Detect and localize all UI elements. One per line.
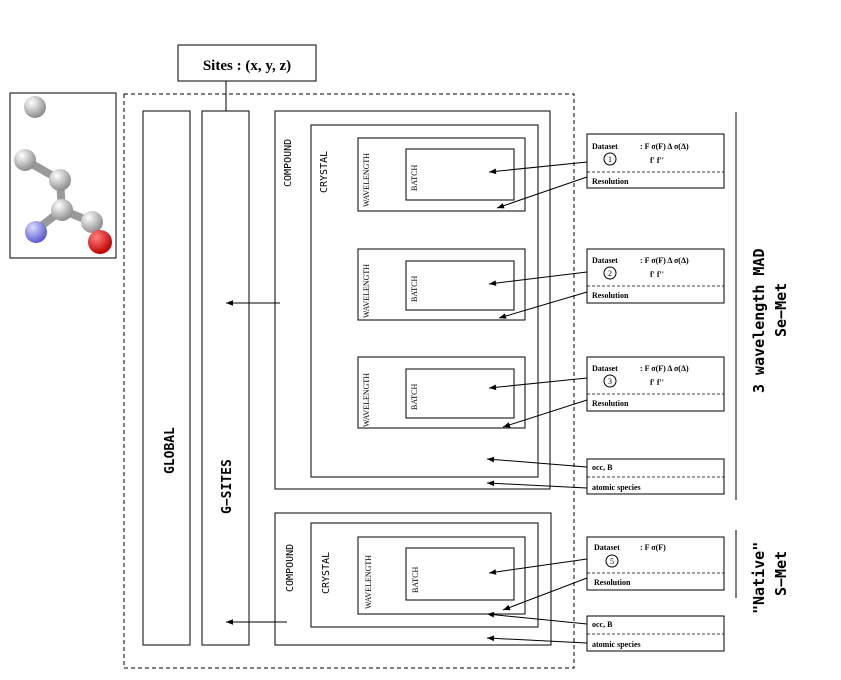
species-box-native: occ, B atomic species: [586, 615, 725, 652]
compound-label: COMPOUND: [283, 139, 294, 187]
batch-label: BATCH: [410, 165, 419, 191]
gsites-label: G−SITES: [220, 459, 235, 514]
compound-1: COMPOUND CRYSTAL WAVELENGTH BATCH WAVELE…: [274, 110, 551, 490]
batch-1: [405, 148, 515, 201]
wavelength-label: WAVELENGTH: [364, 555, 373, 609]
global-label: GLOBAL: [163, 427, 178, 474]
atom-nitrogen: [25, 221, 47, 243]
svg-text:f' f'': f' f'': [650, 270, 664, 279]
svg-text:Resolution: Resolution: [592, 177, 629, 186]
mad-title: 3 wavelength MAD: [750, 249, 768, 394]
wavelength-label: WAVELENGTH: [362, 373, 371, 427]
batch-3: [405, 368, 515, 419]
svg-text:Resolution: Resolution: [594, 578, 631, 587]
svg-text:1: 1: [608, 155, 612, 164]
atom-carbon: [51, 199, 73, 221]
svg-text:: F σ(F): : F σ(F): [640, 543, 666, 552]
crystal-label: CRYSTAL: [321, 552, 332, 594]
batch-2: [405, 260, 515, 311]
native-subtitle: S−Met: [772, 551, 790, 596]
dataset-box-2: Dataset : F σ(F) Δ σ(Δ) 2 f' f'' Resolut…: [586, 248, 725, 304]
crystal-label: CRYSTAL: [319, 151, 330, 193]
atom-carbon: [24, 96, 46, 118]
outer-boundary: [123, 93, 575, 669]
svg-text:: F σ(F) Δ σ(Δ): : F σ(F) Δ σ(Δ): [640, 142, 689, 151]
compound-2: COMPOUND CRYSTAL WAVELENGTH BATCH: [274, 512, 552, 646]
svg-text:5: 5: [610, 557, 614, 566]
svg-text:Dataset: Dataset: [594, 543, 620, 552]
wavelength-label: WAVELENGTH: [362, 153, 371, 207]
gsites-column: [201, 110, 250, 646]
svg-text:Resolution: Resolution: [592, 399, 629, 408]
svg-text:3: 3: [608, 377, 612, 386]
atom-carbon: [81, 211, 103, 233]
atom-carbon: [49, 169, 71, 191]
compound-label: COMPOUND: [285, 544, 296, 592]
sites-label: Sites : (x, y, z): [203, 58, 291, 74]
svg-text:Dataset: Dataset: [592, 364, 618, 373]
svg-text:f' f'': f' f'': [650, 156, 664, 165]
svg-text:2: 2: [608, 269, 612, 278]
dataset-box-1: Dataset : F σ(F) Δ σ(Δ) 1 f' f'' Resolut…: [586, 133, 725, 189]
svg-text:atomic species: atomic species: [592, 640, 641, 649]
atom-carbon: [14, 149, 36, 171]
batch-native: [405, 547, 515, 601]
global-column: [142, 110, 191, 646]
svg-text:: F σ(F) Δ σ(Δ): : F σ(F) Δ σ(Δ): [640, 256, 689, 265]
mad-subtitle: Se−Met: [772, 283, 790, 337]
svg-text:occ, B: occ, B: [592, 463, 613, 472]
wavelength-label: WAVELENGTH: [362, 264, 371, 318]
svg-text:: F σ(F) Δ σ(Δ): : F σ(F) Δ σ(Δ): [640, 364, 689, 373]
dataset-box-native: Dataset : F σ(F) 5 Resolution: [586, 536, 725, 591]
svg-text:Resolution: Resolution: [592, 291, 629, 300]
svg-text:atomic species: atomic species: [592, 483, 641, 492]
species-box-mad: occ, B atomic species: [586, 458, 725, 495]
dataset-box-3: Dataset : F σ(F) Δ σ(Δ) 3 f' f'' Resolut…: [586, 356, 725, 412]
atom-oxygen: [88, 230, 112, 254]
native-title: "Native": [750, 542, 768, 614]
batch-label: BATCH: [410, 276, 419, 302]
svg-text:occ, B: occ, B: [592, 620, 613, 629]
sites-box: Sites : (x, y, z): [177, 44, 317, 82]
batch-label: BATCH: [410, 384, 419, 410]
molecule-image: [9, 92, 117, 259]
svg-text:f' f'': f' f'': [650, 378, 664, 387]
batch-label: BATCH: [411, 567, 420, 593]
svg-text:Dataset: Dataset: [592, 142, 618, 151]
svg-text:Dataset: Dataset: [592, 256, 618, 265]
